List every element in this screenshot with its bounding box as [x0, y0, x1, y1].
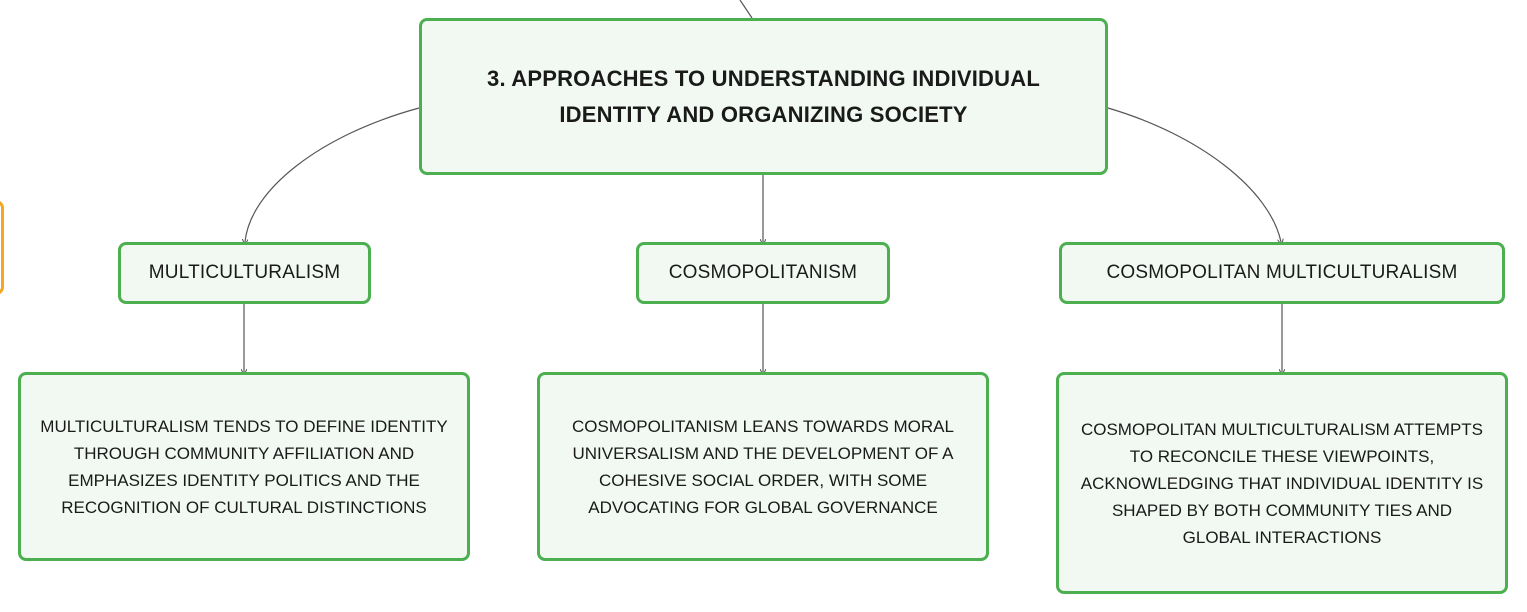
- branch-node-cosmopolitan-multiculturalism[interactable]: COSMOPOLITAN MULTICULTURALISM: [1059, 242, 1505, 304]
- branch-label: COSMOPOLITANISM: [668, 262, 858, 283]
- detail-node-multiculturalism[interactable]: MULTICULTURALISM TENDS TO DEFINE IDENTIT…: [18, 372, 470, 561]
- connector-incoming: [739, 0, 753, 19]
- detail-text: COSMOPOLITANISM LEANS TOWARDS MORAL UNIV…: [572, 416, 954, 517]
- branch-label: MULTICULTURALISM: [148, 262, 341, 283]
- detail-text: COSMOPOLITAN MULTICULTURALISM ATTEMPTS T…: [1080, 419, 1484, 547]
- detail-node-cosmopolitanism[interactable]: COSMOPOLITANISM LEANS TOWARDS MORAL UNIV…: [537, 372, 989, 561]
- branch-label: COSMOPOLITAN MULTICULTURALISM: [1106, 262, 1458, 283]
- detail-node-cosmopolitan-multiculturalism[interactable]: COSMOPOLITAN MULTICULTURALISM ATTEMPTS T…: [1056, 372, 1508, 594]
- connector-root-to-cosmopolitan-multiculturalism: [1107, 107, 1281, 242]
- collapsed-side-node[interactable]: [0, 200, 4, 295]
- detail-text: MULTICULTURALISM TENDS TO DEFINE IDENTIT…: [40, 416, 448, 517]
- branch-node-multiculturalism[interactable]: MULTICULTURALISM: [118, 242, 371, 304]
- root-title: 3. APPROACHES TO UNDERSTANDING INDIVIDUA…: [487, 65, 1040, 127]
- branch-node-cosmopolitanism[interactable]: COSMOPOLITANISM: [636, 242, 890, 304]
- connector-root-to-multiculturalism: [245, 107, 420, 242]
- root-node[interactable]: 3. APPROACHES TO UNDERSTANDING INDIVIDUA…: [419, 18, 1108, 175]
